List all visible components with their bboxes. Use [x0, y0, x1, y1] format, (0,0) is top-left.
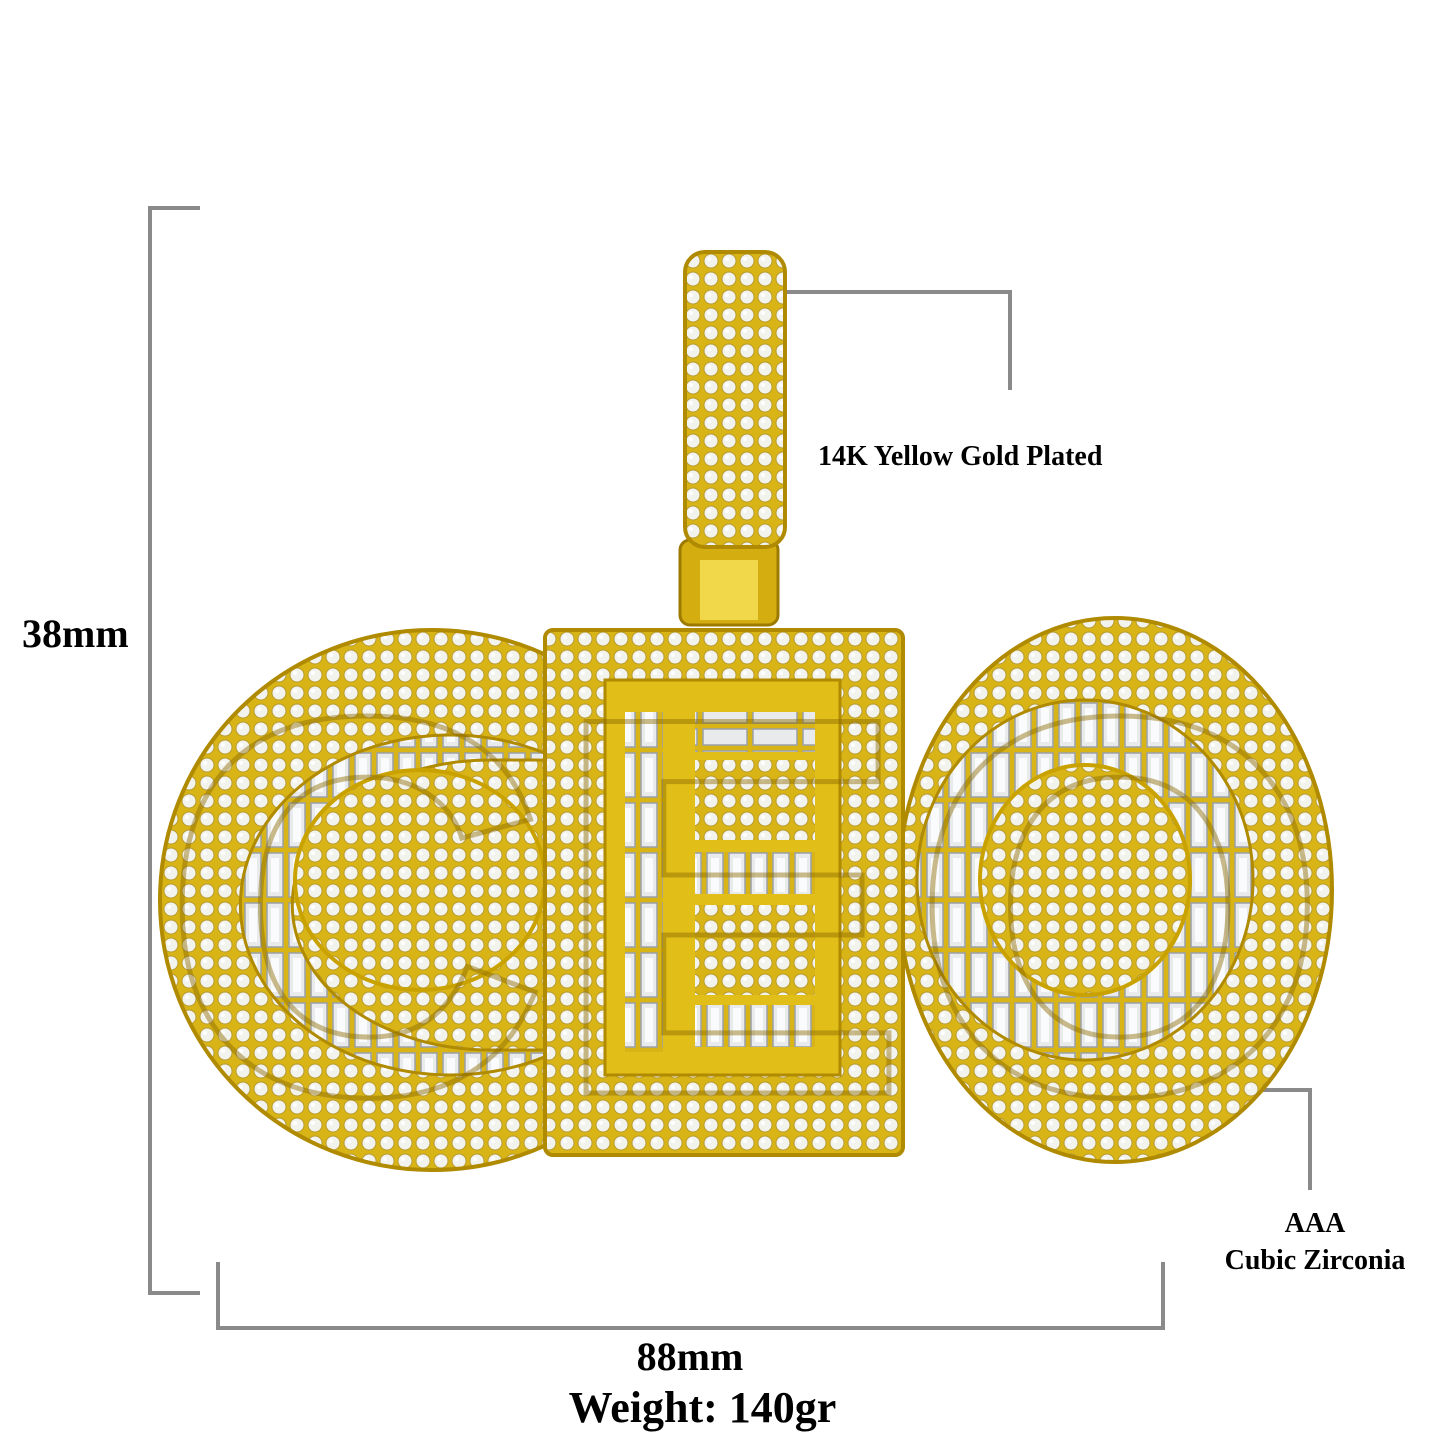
stone-type-label: Cubic Zirconia [1224, 1245, 1406, 1276]
pendant-letters: CEO [160, 605, 1330, 1208]
width-dimension-bracket [216, 1262, 1165, 1330]
plating-callout-line [780, 290, 1012, 390]
height-dimension-bracket [148, 206, 200, 1295]
stone-grade-label: AAA [1284, 1208, 1346, 1239]
letter-e [543, 628, 905, 1157]
stone-callout-line [1245, 1088, 1312, 1190]
stone-label: AAA Cubic Zirconia [1210, 1205, 1420, 1279]
letter-o [896, 616, 1334, 1164]
height-dimension-label: 38mm [22, 611, 129, 656]
pendant-bail [678, 250, 787, 627]
plating-label: 14K Yellow Gold Plated [818, 441, 1103, 472]
width-dimension-label: 88mm [636, 1334, 744, 1379]
weight-label: Weight: 140gr [568, 1383, 837, 1432]
